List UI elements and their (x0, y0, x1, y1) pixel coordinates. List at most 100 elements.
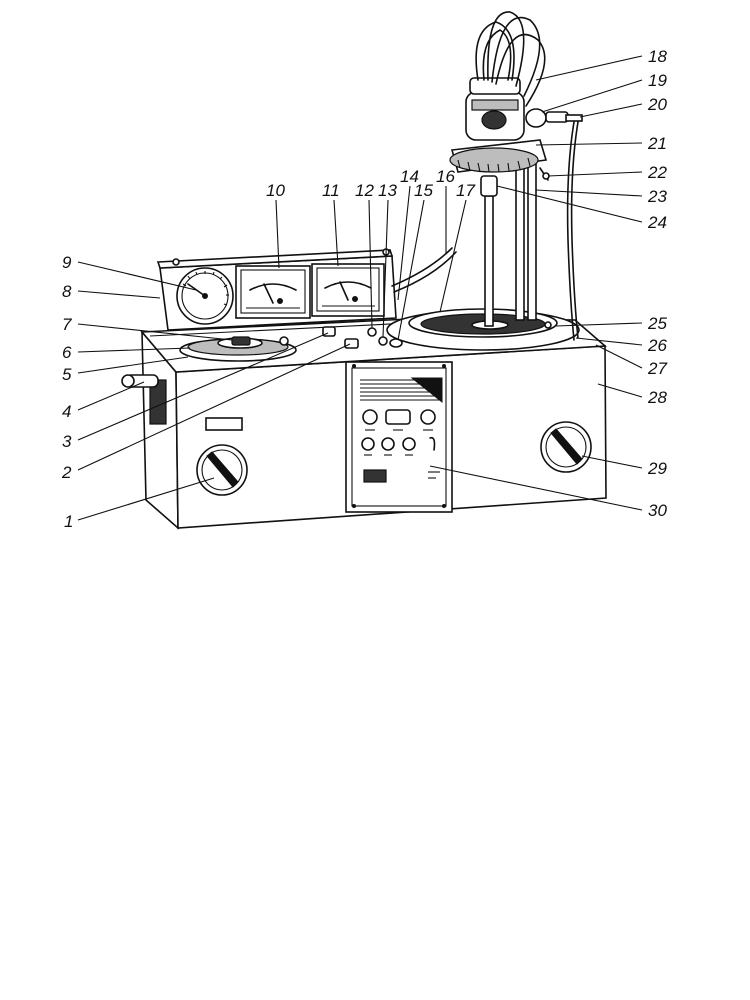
callout-20: 20 (647, 95, 667, 114)
panel-display (385, 409, 411, 425)
panel-knob-b (420, 409, 436, 425)
drill-stand (386, 11, 583, 351)
right-front-knob (540, 421, 592, 473)
leader-2 (77, 343, 351, 471)
callout-4: 4 (62, 402, 71, 421)
leader-26 (575, 337, 643, 346)
leader-17 (439, 199, 467, 313)
callout-16: 16 (436, 167, 455, 186)
leader-23 (535, 189, 643, 197)
callout-27: 27 (647, 359, 667, 378)
connector-plug (565, 114, 583, 122)
callout-6: 6 (62, 343, 72, 362)
callout-15: 15 (414, 181, 433, 200)
leader-13 (382, 199, 389, 338)
panel-knob-e (402, 437, 416, 451)
callout-24: 24 (647, 213, 667, 232)
callout-12: 12 (355, 181, 374, 200)
callout-5: 5 (62, 365, 72, 384)
callout-3: 3 (62, 432, 72, 451)
callout-28: 28 (647, 388, 667, 407)
leader-24 (496, 185, 643, 223)
leader-9 (77, 261, 197, 291)
meter-left (235, 265, 311, 319)
leader-11 (333, 199, 339, 267)
callout-21: 21 (647, 134, 667, 153)
callout-19: 19 (648, 71, 667, 90)
control-panel (345, 361, 453, 513)
leader-29 (581, 455, 643, 469)
leader-20 (579, 103, 643, 118)
gauge-needle (187, 283, 206, 297)
top-control-2 (344, 338, 359, 349)
meter-right (311, 263, 385, 317)
long-cable (566, 121, 575, 341)
callout-11: 11 (322, 181, 340, 200)
leader-18 (535, 55, 643, 81)
callout-17: 17 (456, 181, 475, 200)
callout-22: 22 (647, 163, 667, 182)
callout-7: 7 (62, 315, 72, 334)
leader-lines (77, 55, 643, 521)
leader-27 (595, 344, 643, 369)
leader-19 (541, 79, 643, 113)
leader-21 (535, 142, 643, 146)
leader-30 (429, 465, 643, 511)
panel-indicator (363, 469, 387, 483)
leader-4 (77, 381, 145, 411)
callout-30: 30 (648, 501, 667, 520)
instrument-board-rail (156, 249, 394, 269)
callout-14: 14 (400, 167, 419, 186)
leader-3 (77, 332, 329, 441)
meter-right-scale (324, 281, 372, 289)
top-control-13 (378, 336, 388, 346)
callout-10: 10 (266, 181, 285, 200)
top-control-12 (367, 327, 377, 337)
leader-6 (77, 347, 191, 353)
side-handle (121, 374, 167, 425)
panel-grille (360, 377, 443, 404)
motor-cables (475, 11, 546, 107)
callout-25: 25 (647, 314, 667, 333)
board-cable (391, 247, 453, 287)
left-front-knob (196, 444, 248, 496)
chuck (480, 175, 498, 197)
meter-right-needle (339, 281, 349, 301)
meter-left-needle (263, 283, 274, 304)
name-plate (205, 417, 243, 431)
leader-28 (597, 383, 643, 398)
pressure-gauge (176, 267, 234, 325)
leader-5 (77, 356, 189, 374)
meter-left-scale (249, 283, 297, 291)
leader-1 (77, 477, 215, 521)
callout-2: 2 (61, 463, 72, 482)
callout-23: 23 (647, 187, 667, 206)
rotary-plate (179, 336, 297, 362)
turret-wheel (449, 147, 539, 173)
callout-26: 26 (647, 336, 667, 355)
panel-knob-d (381, 437, 395, 451)
leader-8 (77, 290, 161, 299)
leader-15 (397, 199, 425, 341)
column-right (527, 159, 537, 321)
callout-labels: 1 2 3 4 5 6 7 8 9 10 11 12 13 14 15 16 1… (61, 47, 667, 531)
panel-knob-c (361, 437, 375, 451)
leader-10 (275, 199, 280, 269)
leader-25 (555, 322, 643, 327)
leader-22 (547, 171, 643, 177)
panel-knob-a (362, 409, 378, 425)
leader-14 (397, 185, 411, 301)
callout-29: 29 (647, 459, 667, 478)
callout-18: 18 (648, 47, 667, 66)
spindle (484, 195, 494, 327)
callout-8: 8 (62, 282, 72, 301)
callout-9: 9 (62, 253, 72, 272)
leader-7 (77, 323, 233, 341)
callout-13: 13 (378, 181, 397, 200)
callout-1: 1 (64, 512, 73, 531)
instrument-board (156, 247, 457, 331)
panel-toggle (429, 436, 436, 451)
leader-12 (368, 199, 373, 329)
